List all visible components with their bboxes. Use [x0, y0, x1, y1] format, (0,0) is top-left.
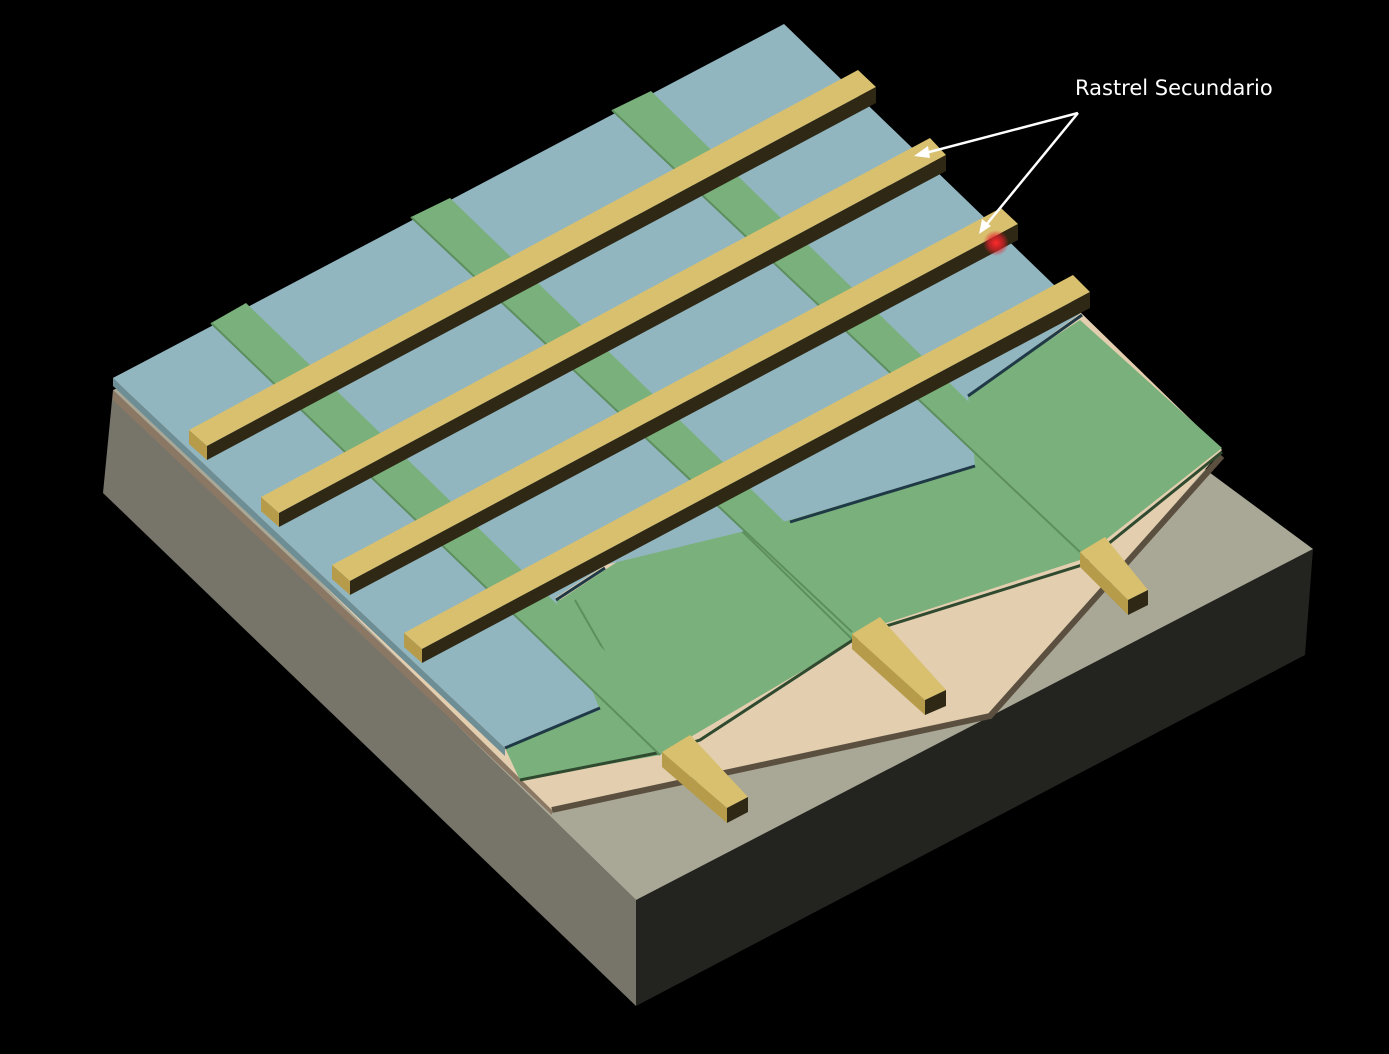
callout-arrows	[917, 111, 1079, 231]
membrane-lap-edge	[789, 464, 976, 524]
base-block-right-face	[636, 549, 1313, 1006]
secondary-battens	[189, 70, 1090, 663]
membrane-left-edge	[113, 378, 505, 756]
counter-batten-stubs	[662, 537, 1148, 823]
counter-batten-stub-3	[1080, 537, 1148, 615]
secondary-batten-3	[332, 208, 1018, 595]
board-layer-edge	[113, 390, 552, 815]
callout-arrow-2	[981, 112, 1079, 231]
arrowhead-1-icon	[914, 146, 930, 158]
secondary-batten-1	[189, 70, 876, 460]
secondary-batten-4	[404, 275, 1090, 663]
arrowhead-2-icon	[979, 219, 991, 234]
highlight-dot	[983, 230, 1009, 256]
counter-batten-stub-2	[852, 617, 946, 715]
counter-batten-stub-1	[662, 735, 748, 823]
secondary-batten-2	[261, 138, 946, 527]
callout: Rastrel Secundario	[914, 76, 1273, 234]
callout-arrow-1	[917, 111, 1079, 157]
callout-label: Rastrel Secundario	[1075, 76, 1273, 100]
membrane-lap-edge	[555, 566, 606, 602]
membrane-lap-edge	[967, 313, 1083, 398]
underlayment-green-area	[506, 320, 1222, 780]
base-block-left-face	[103, 390, 636, 1006]
membrane-lap-edge	[504, 706, 601, 750]
